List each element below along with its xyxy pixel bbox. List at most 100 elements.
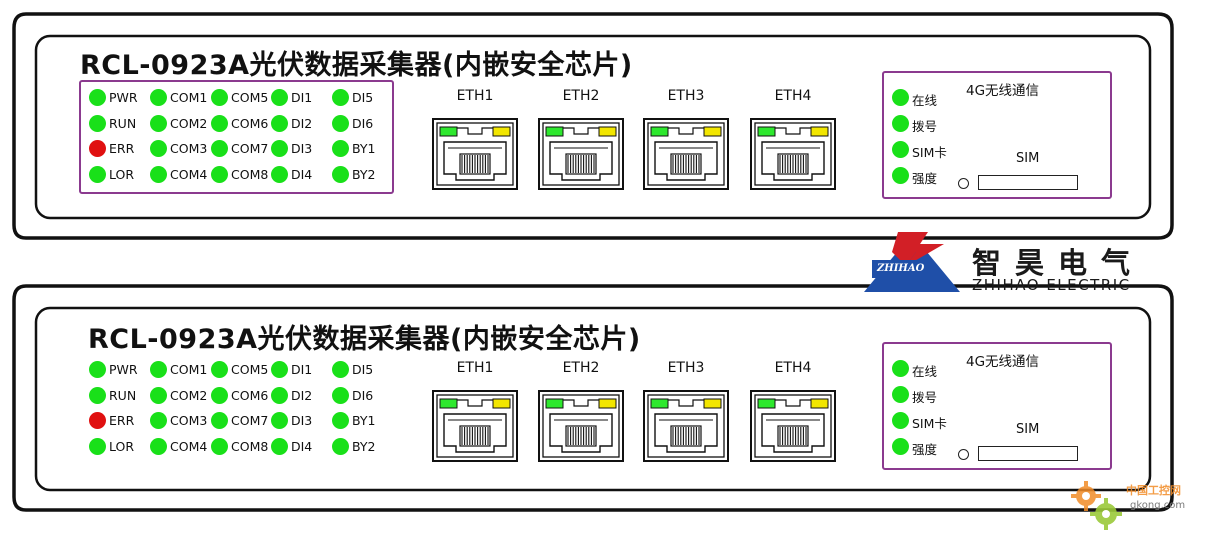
led-label: COM7	[231, 413, 269, 428]
rj45-port-icon	[643, 118, 729, 190]
rj45-port-icon	[432, 390, 518, 462]
led-indicator-icon	[271, 361, 288, 378]
led-indicator-icon	[271, 166, 288, 183]
led-label: DI2	[291, 388, 313, 403]
led-indicator-icon	[892, 386, 909, 403]
led-label: DI5	[352, 90, 374, 105]
led-indicator-icon	[332, 361, 349, 378]
led-indicator-icon	[271, 115, 288, 132]
led-label: DI6	[352, 388, 374, 403]
led-indicator-icon	[892, 412, 909, 429]
brand-name-cn: 智昊电气	[972, 246, 1145, 280]
rj45-port-icon	[538, 390, 624, 462]
brand-logo: ZHIHAO 智昊电气 ZHIHAO ELECTRIC	[862, 232, 1152, 296]
led-indicator-icon	[89, 140, 106, 157]
port-label-eth4: ETH4	[774, 88, 812, 104]
led-label: DI1	[291, 90, 313, 105]
sim-card-slot	[978, 175, 1078, 190]
led-indicator-icon	[150, 115, 167, 132]
port-label-eth1: ETH1	[456, 88, 494, 104]
led-label: DI4	[291, 439, 313, 454]
module-led-label: 强度	[912, 171, 938, 186]
module-led-label: 强度	[912, 442, 938, 457]
rj45-port-icon	[432, 118, 518, 190]
led-label: COM5	[231, 90, 269, 105]
led-indicator-icon	[211, 412, 228, 429]
sim-eject-hole-icon	[958, 449, 969, 460]
led-indicator-icon	[211, 89, 228, 106]
rj45-port-icon	[643, 390, 729, 462]
led-label: COM1	[170, 362, 208, 377]
module-led-label: 在线	[912, 364, 938, 379]
led-indicator-icon	[89, 115, 106, 132]
module-led-label: SIM卡	[912, 416, 947, 431]
sim-card-slot	[978, 446, 1078, 461]
led-label: COM8	[231, 439, 269, 454]
led-indicator-icon	[89, 387, 106, 404]
led-indicator-icon	[89, 166, 106, 183]
watermark-text-cn: 中国工控网	[1126, 484, 1181, 497]
led-label: COM4	[170, 439, 208, 454]
led-indicator-icon	[332, 115, 349, 132]
led-indicator-icon	[150, 412, 167, 429]
led-indicator-icon	[892, 438, 909, 455]
led-label: BY1	[352, 141, 376, 156]
led-indicator-icon	[332, 140, 349, 157]
led-indicator-icon	[892, 141, 909, 158]
led-label: DI4	[291, 167, 313, 182]
led-indicator-icon	[332, 438, 349, 455]
port-label-eth3: ETH3	[667, 360, 705, 376]
led-label: ERR	[109, 413, 135, 428]
device-outline	[12, 12, 1174, 240]
led-indicator-icon	[332, 412, 349, 429]
led-label: DI1	[291, 362, 313, 377]
led-indicator-icon	[271, 438, 288, 455]
led-indicator-icon	[150, 166, 167, 183]
led-label: DI3	[291, 141, 313, 156]
led-indicator-icon	[332, 166, 349, 183]
led-indicator-icon	[89, 412, 106, 429]
led-label: COM2	[170, 116, 208, 131]
led-label: DI5	[352, 362, 374, 377]
led-indicator-icon	[150, 438, 167, 455]
led-label: ERR	[109, 141, 135, 156]
led-label: DI2	[291, 116, 313, 131]
brand-name-en: ZHIHAO ELECTRIC	[972, 276, 1131, 294]
led-indicator-icon	[211, 115, 228, 132]
led-indicator-icon	[332, 89, 349, 106]
led-label: COM8	[231, 167, 269, 182]
led-label: PWR	[109, 90, 138, 105]
led-label: COM6	[231, 388, 269, 403]
module-led-label: 在线	[912, 93, 938, 108]
led-label: COM1	[170, 90, 208, 105]
led-label: RUN	[109, 116, 137, 131]
module-led-label: 拨号	[912, 390, 938, 405]
port-label-eth1: ETH1	[456, 360, 494, 376]
led-indicator-icon	[271, 89, 288, 106]
led-indicator-icon	[892, 115, 909, 132]
led-indicator-icon	[332, 387, 349, 404]
watermark: 中国工控网 gkong.com	[1068, 476, 1204, 534]
led-indicator-icon	[892, 89, 909, 106]
port-label-eth2: ETH2	[562, 360, 600, 376]
rj45-port-icon	[750, 118, 836, 190]
led-indicator-icon	[150, 387, 167, 404]
module-led-label: SIM卡	[912, 145, 947, 160]
device-outline	[12, 284, 1174, 512]
led-indicator-icon	[89, 89, 106, 106]
led-indicator-icon	[89, 361, 106, 378]
led-indicator-icon	[211, 166, 228, 183]
led-label: COM3	[170, 413, 208, 428]
4g-module-title: 4G无线通信	[966, 83, 1040, 99]
sim-label: SIM	[1016, 151, 1040, 166]
led-label: COM2	[170, 388, 208, 403]
led-indicator-icon	[150, 89, 167, 106]
port-label-eth4: ETH4	[774, 360, 812, 376]
led-indicator-icon	[150, 140, 167, 157]
rj45-port-icon	[750, 390, 836, 462]
led-indicator-icon	[211, 438, 228, 455]
led-label: COM6	[231, 116, 269, 131]
watermark-text-en: gkong.com	[1130, 500, 1186, 511]
